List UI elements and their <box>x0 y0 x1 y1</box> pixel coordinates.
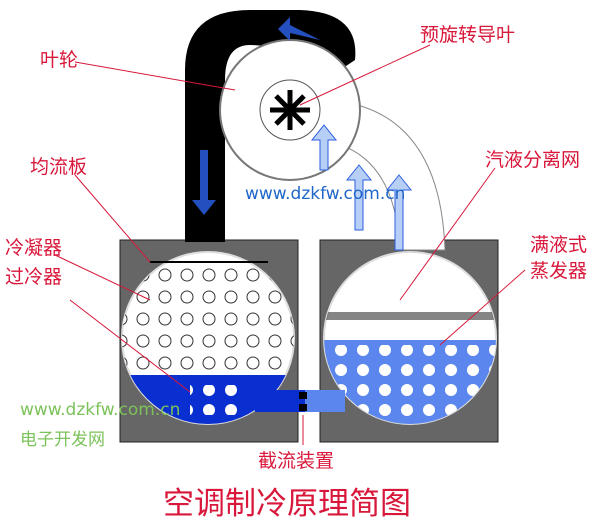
label-pre-rotation-vane: 预旋转导叶 <box>420 24 516 46</box>
site-url: www.dzkfw.com.cn <box>20 400 181 420</box>
label-condenser: 冷凝器 <box>5 237 63 259</box>
site-name: 电子开发网 <box>20 430 105 450</box>
label-evaporator-1: 满液式 <box>530 234 588 256</box>
label-throttle: 截流装置 <box>258 450 335 472</box>
watermark: www.dzkfw.com.cn <box>245 184 406 204</box>
throttle-device <box>299 392 307 399</box>
label-flow-plate: 均流板 <box>30 156 88 178</box>
pre-rotation-vane <box>270 90 310 130</box>
diagram-title: 空调制冷原理简图 <box>163 486 411 522</box>
label-evaporator-2: 蒸发器 <box>530 260 588 282</box>
label-separator-net: 汽液分离网 <box>485 149 581 171</box>
label-impeller: 叶轮 <box>40 49 79 71</box>
label-subcooler: 过冷器 <box>5 266 63 288</box>
